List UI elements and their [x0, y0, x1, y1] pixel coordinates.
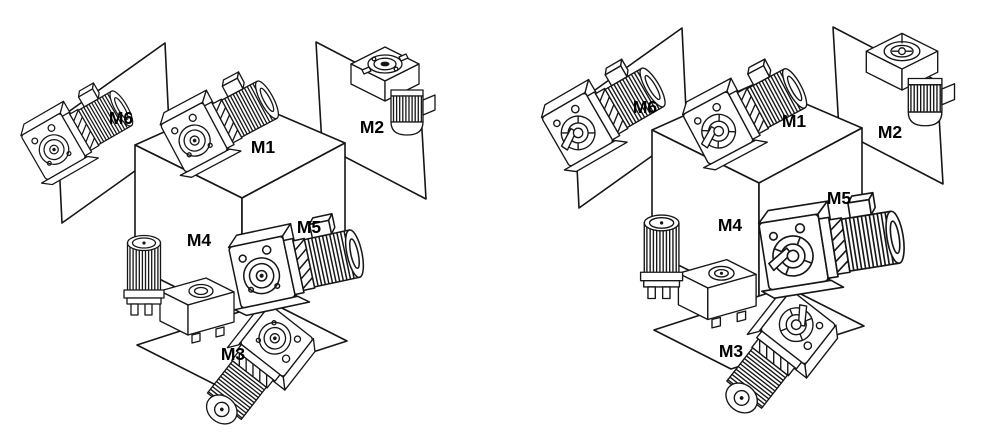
gearmotor-m6 [540, 58, 666, 173]
end-cap [907, 111, 943, 127]
output-bore [700, 113, 737, 149]
shaft-stub [700, 125, 718, 149]
gearmotor-m5 [227, 213, 365, 317]
position-label-m4: M4 [718, 215, 743, 235]
end-cap [109, 90, 134, 127]
foot [215, 326, 225, 338]
gearmotor-m3 [205, 299, 316, 425]
position-label-m5: M5 [297, 217, 322, 237]
position-label-m2: M2 [360, 117, 385, 137]
position-label-m6: M6 [109, 108, 134, 128]
gearmotor-m1 [681, 58, 808, 171]
output-bore [243, 257, 281, 295]
gearmotor-m4 [639, 214, 757, 329]
end-cap [254, 80, 280, 120]
output-bore [255, 320, 292, 355]
position-label-m6: M6 [633, 97, 658, 117]
output-bore [178, 124, 213, 158]
position-label-m1: M1 [782, 111, 807, 131]
gearbox-side [707, 273, 757, 321]
foot [144, 303, 153, 316]
gearmotor-m2 [350, 46, 436, 136]
position-label-m2: M2 [878, 122, 903, 142]
output-bore [778, 304, 814, 343]
output-flange [361, 53, 409, 75]
foot [711, 316, 722, 329]
gearmotor-m2 [865, 32, 956, 127]
position-label-m4: M4 [187, 230, 212, 250]
output-flange [883, 33, 921, 62]
gearmotor-m6 [20, 82, 134, 186]
position-label-m3: M3 [719, 341, 744, 361]
shaft-stub [768, 247, 793, 272]
output-bore [560, 115, 596, 151]
shaft-stub [560, 127, 577, 151]
gearmotor-m1 [159, 71, 280, 178]
position-label-m3: M3 [221, 344, 246, 364]
position-label-m1: M1 [251, 137, 276, 157]
foot [661, 286, 671, 300]
position-label-m5: M5 [827, 188, 852, 208]
gearbox-side [187, 291, 235, 336]
end-cap [781, 68, 808, 109]
foot [647, 286, 656, 300]
gearmotor-m5 [757, 191, 905, 299]
gearmotor-m3 [725, 284, 839, 414]
shaft-stub [797, 304, 808, 327]
foot [130, 303, 139, 316]
end-cap [639, 67, 666, 108]
output-bore [38, 134, 72, 166]
terminal-box [941, 83, 956, 106]
output-bore [768, 235, 814, 277]
foot [191, 332, 201, 344]
gearmotor-m4 [123, 234, 235, 344]
terminal-box [422, 94, 436, 116]
end-cap [390, 121, 424, 136]
foot [736, 310, 747, 323]
